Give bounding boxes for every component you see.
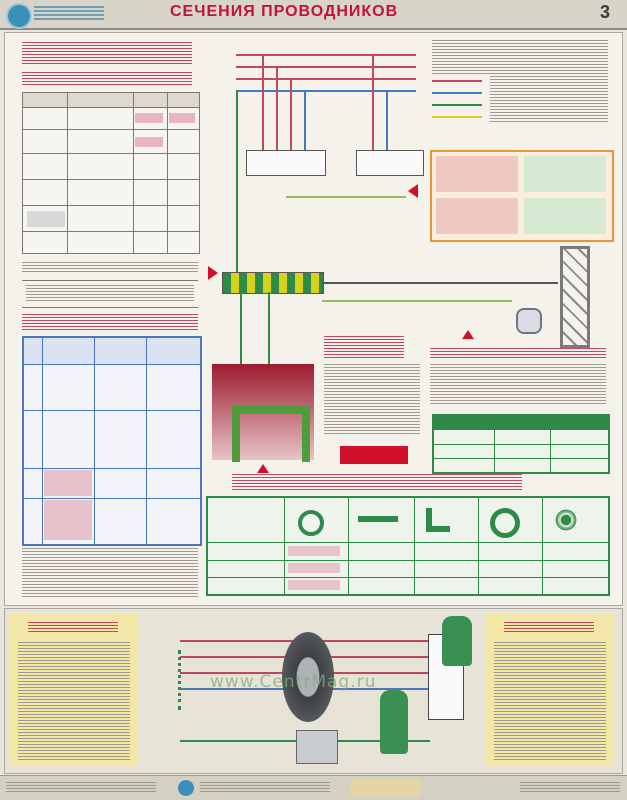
blue-table-caption xyxy=(22,314,198,330)
transformer-icon xyxy=(178,650,197,710)
ground-bus-bar xyxy=(222,272,324,294)
legend-pen xyxy=(432,116,482,118)
worker-figure-icon-2 xyxy=(442,616,472,666)
small-table xyxy=(22,280,198,308)
publisher-label xyxy=(34,6,104,20)
footnote-text xyxy=(22,548,198,598)
worker-figure-icon xyxy=(380,690,408,754)
phase-line-3 xyxy=(236,78,416,80)
header-bar xyxy=(0,0,627,30)
arrow-left-icon xyxy=(408,184,418,198)
drop-5 xyxy=(372,56,374,150)
phase-line-1 xyxy=(236,54,416,56)
right-caption xyxy=(430,348,606,358)
ground-conductor-2 xyxy=(322,300,512,302)
drop-6 xyxy=(386,92,388,150)
ground-conductor xyxy=(322,282,558,284)
tower-structure xyxy=(560,246,590,348)
orange-callout xyxy=(430,150,614,242)
ground-down-1 xyxy=(240,292,242,364)
ground-down-2 xyxy=(268,292,270,364)
drop-1 xyxy=(262,56,264,150)
section-table-2 xyxy=(22,336,202,546)
watermark: www.CentrMag.ru xyxy=(210,672,377,692)
green-small-table xyxy=(432,414,610,474)
drop-3 xyxy=(290,80,292,150)
pe-loop xyxy=(286,196,406,198)
right-text xyxy=(430,364,606,404)
logo-icon xyxy=(6,3,32,29)
tire-icon xyxy=(282,632,334,722)
neutral-line xyxy=(236,90,416,92)
page-number: 3 xyxy=(600,2,611,22)
warning-triangle-icon xyxy=(257,464,269,473)
conductor-profile-table xyxy=(206,496,610,596)
soil-block xyxy=(212,364,314,462)
drop-4 xyxy=(304,92,306,150)
ground-electrode-icon xyxy=(296,730,338,764)
legend-text xyxy=(432,40,608,74)
bottom-left-text-box xyxy=(10,614,138,766)
requirements-text xyxy=(324,364,420,436)
arrow-right-icon xyxy=(208,266,218,280)
section-table-1 xyxy=(22,92,200,254)
consumer-box-1 xyxy=(246,150,326,176)
phase-line-2 xyxy=(236,66,416,68)
drop-2 xyxy=(276,68,278,150)
warning-triangle-icon-2 xyxy=(462,330,474,339)
bottom-right-text-box xyxy=(486,614,614,766)
legend-labels xyxy=(490,76,608,122)
legend-phase xyxy=(432,80,482,82)
legend-pe xyxy=(432,104,482,106)
consumer-box-2 xyxy=(356,150,424,176)
pe-vertical-line xyxy=(236,90,238,290)
bottom-table-caption xyxy=(232,474,522,492)
legend-n xyxy=(432,92,482,94)
clamp-icon xyxy=(516,308,542,334)
footer xyxy=(0,775,627,800)
requirements-title xyxy=(324,336,404,358)
red-label-box xyxy=(340,446,408,464)
note-text xyxy=(22,262,198,274)
intro-text-red xyxy=(22,42,192,64)
page-title: СЕЧЕНИЯ ПРОВОДНИКОВ xyxy=(170,3,399,20)
intro-text-red-2 xyxy=(22,72,192,86)
